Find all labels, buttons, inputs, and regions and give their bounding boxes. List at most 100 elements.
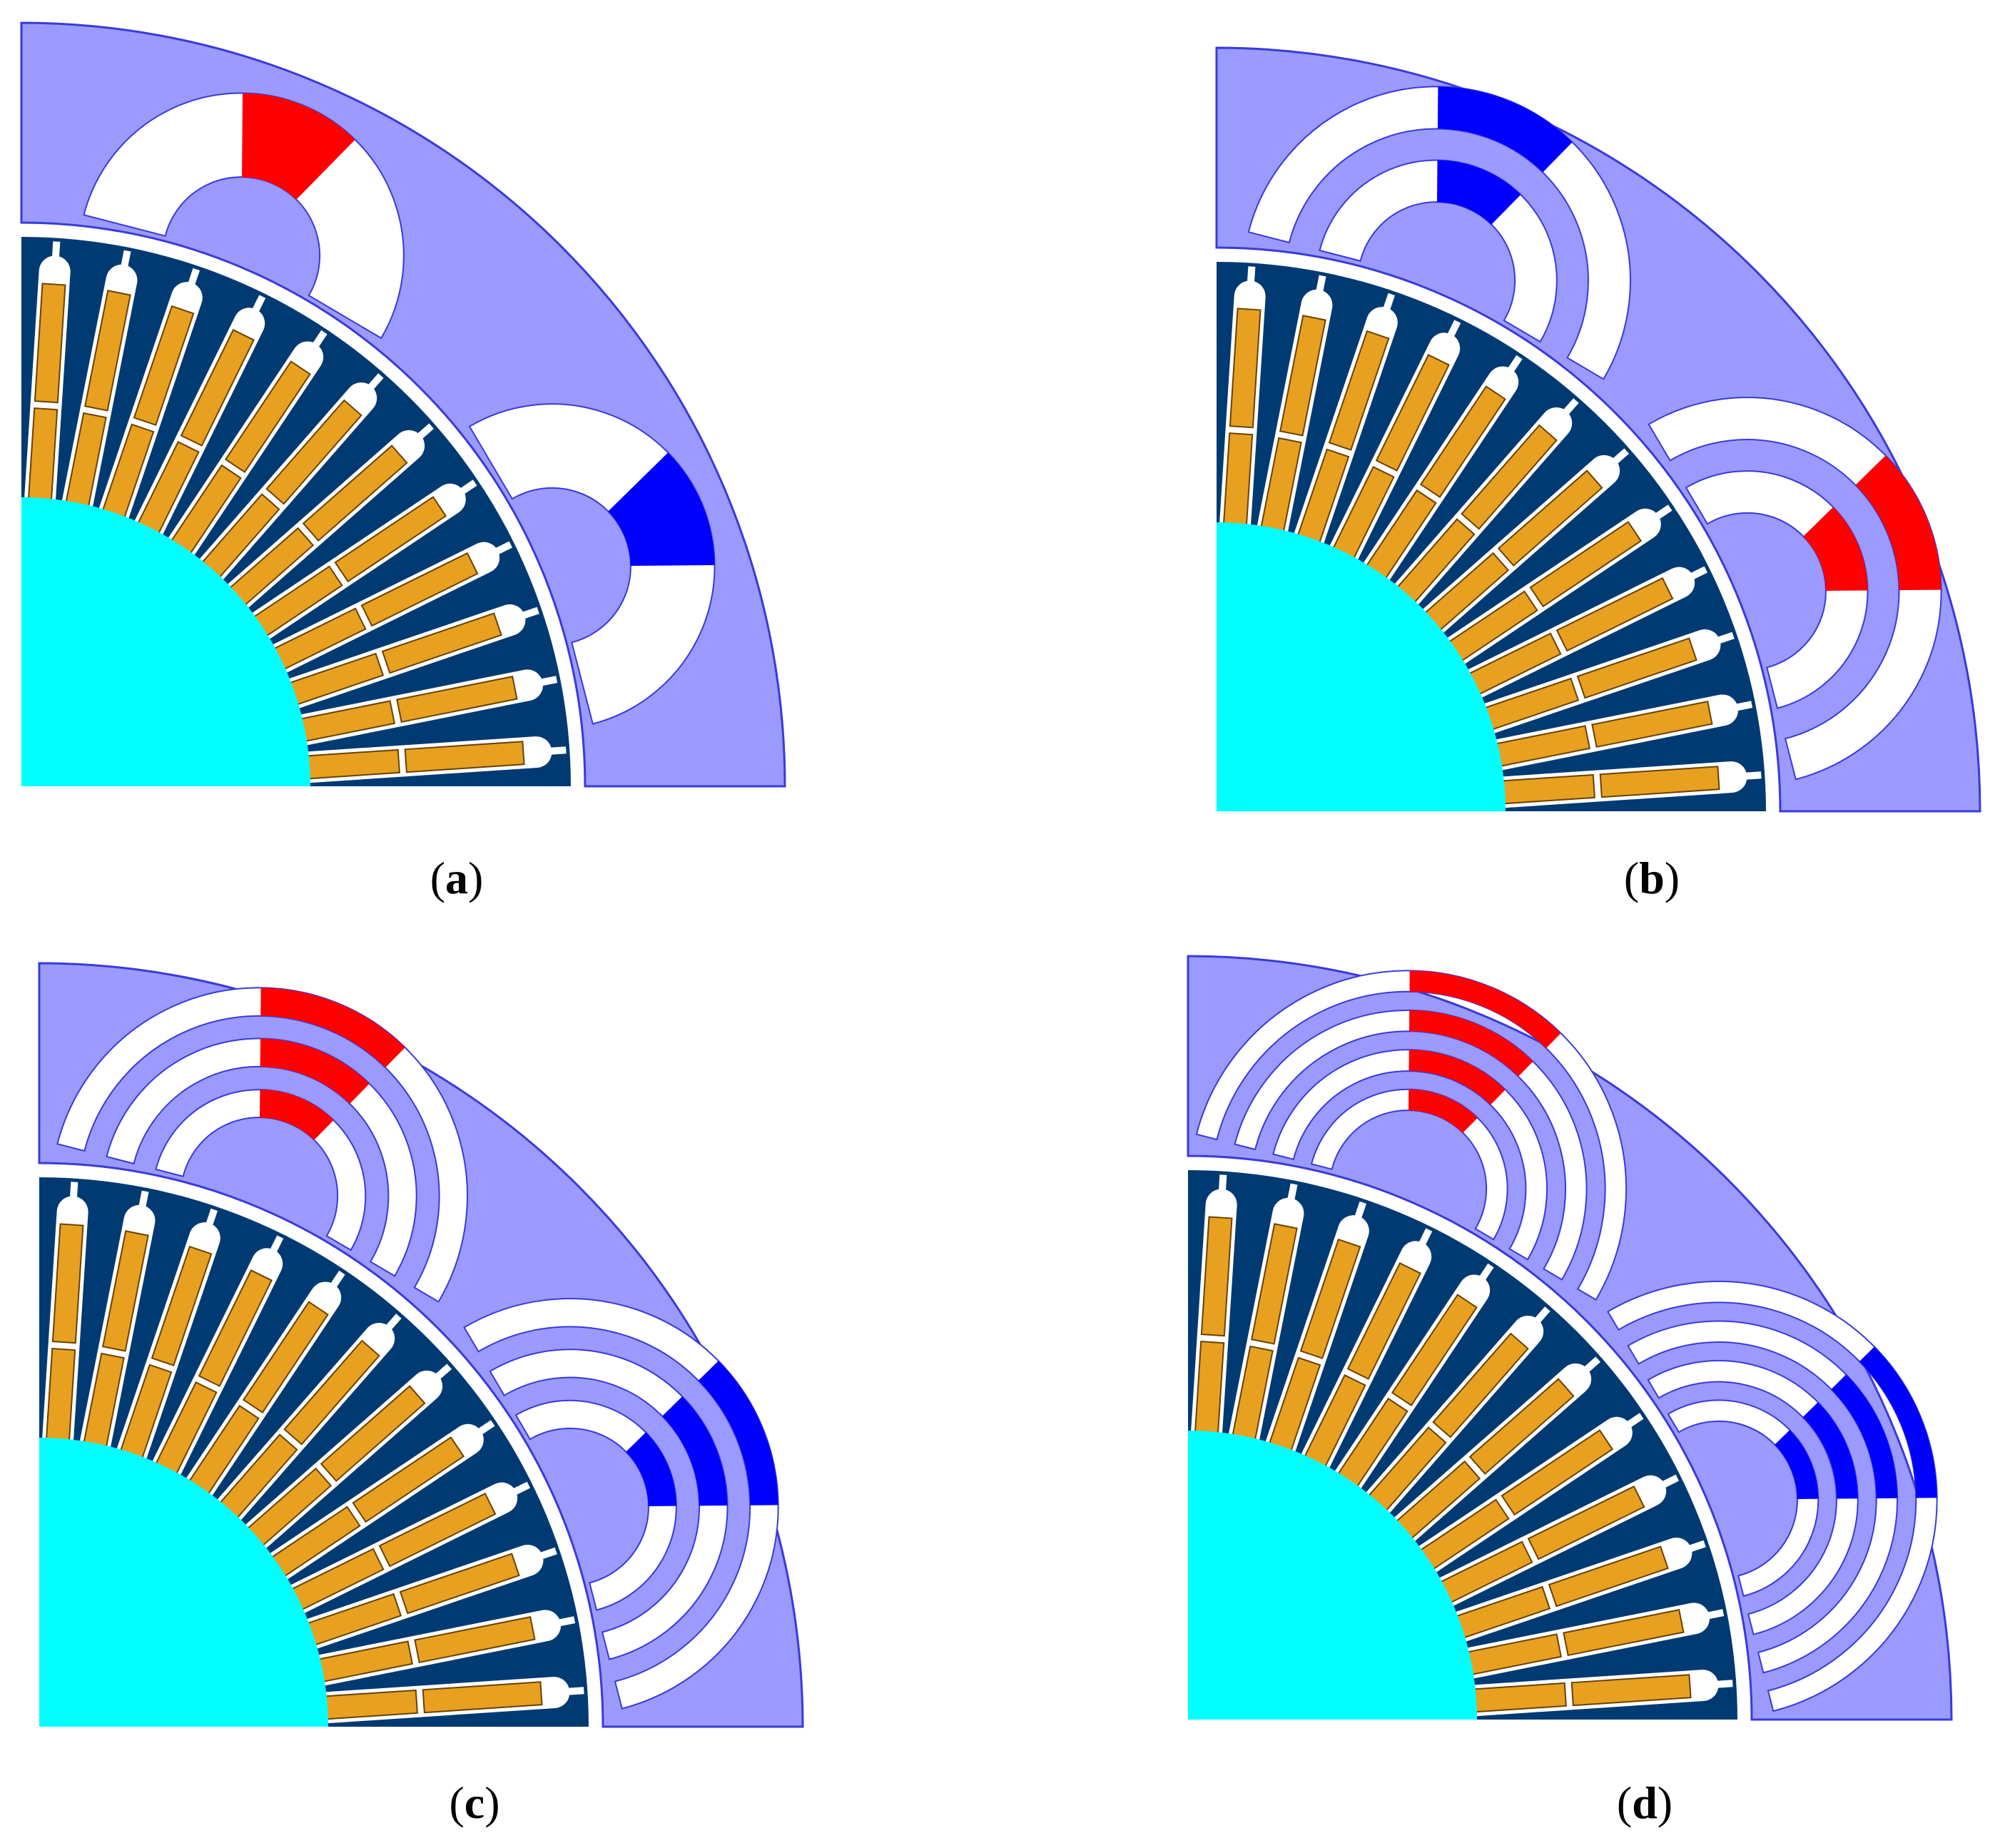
flux-barrier-pole2-layer3	[463, 1298, 779, 1710]
slot-mouth	[1685, 566, 1708, 582]
winding-coil-outer	[1599, 766, 1720, 798]
slot-mouth	[203, 1208, 218, 1232]
winding-coil-outer	[51, 1223, 84, 1344]
stator-slot	[1189, 1174, 1237, 1474]
slot-mouth	[1445, 320, 1461, 342]
magnet-pole2-layer2	[662, 1396, 728, 1506]
winding-coil-outer	[265, 399, 362, 505]
panel-d-label: d	[1632, 1777, 1658, 1828]
slot-mouth	[51, 241, 61, 263]
winding-coil-outer	[414, 1615, 536, 1664]
slot-mouth	[268, 1235, 284, 1258]
magnet-pole2-layer1	[608, 452, 715, 566]
slot-mouth	[1683, 1540, 1706, 1554]
flux-barrier-pole1-layer2	[1272, 1049, 1548, 1261]
winding-coil-outer	[334, 496, 447, 583]
slot-mouth	[1531, 1306, 1550, 1328]
slot-mouth	[1218, 1174, 1227, 1197]
winding-coil-outer	[1576, 637, 1697, 699]
winding-coil-outer	[381, 612, 502, 674]
winding-coil-outer	[1501, 1429, 1614, 1516]
magnet-pole1-layer1	[242, 93, 355, 200]
winding-coil-outer	[1527, 1485, 1645, 1560]
slot-mouth	[1504, 355, 1523, 377]
slot-mouth	[1286, 1183, 1298, 1206]
slot-mouth	[1740, 771, 1762, 781]
winding-coil-outer	[1570, 1674, 1692, 1707]
panel-d	[1187, 955, 1953, 1721]
winding-coil-outer	[1591, 700, 1713, 748]
slot-mouth	[1711, 1680, 1733, 1689]
slot-mouth	[517, 606, 539, 621]
slot-mouth	[327, 1270, 345, 1293]
slot-mouth	[1416, 1228, 1433, 1251]
slot-mouth	[1701, 1609, 1725, 1620]
magnet-pole2-layer1	[626, 1432, 676, 1506]
winding-coil-outer	[1346, 1262, 1421, 1380]
winding-coil-outer	[320, 1385, 426, 1483]
magnet-pole1-layer1	[1408, 1089, 1478, 1133]
slot-mouth	[364, 373, 384, 395]
winding-coil-outer	[1375, 354, 1450, 472]
slot-mouth	[137, 1190, 149, 1213]
winding-coil-outer	[396, 675, 518, 724]
magnet-pole1-layer2	[1437, 86, 1573, 173]
winding-coil-outer	[1251, 1223, 1298, 1345]
stator-slot	[22, 241, 71, 541]
slot-mouth	[1247, 266, 1256, 288]
magnet-pole1-layer1	[1437, 160, 1521, 225]
stator-slot	[1462, 761, 1762, 810]
winding-coil-outer	[352, 1436, 465, 1523]
panel-c-caption: (c)	[449, 1777, 499, 1828]
stator-slot	[1433, 1670, 1733, 1718]
panel-b-caption: (b)	[1624, 853, 1680, 903]
rotor-core	[20, 21, 786, 788]
winding-coil-outer	[1419, 385, 1506, 499]
slot-mouth	[534, 1547, 557, 1561]
flux-barrier-pole2-layer2	[489, 1349, 729, 1660]
slot-mouth	[544, 746, 567, 756]
winding-coil-outer	[224, 360, 311, 474]
slot-mouth	[1314, 275, 1326, 298]
winding-coil-outer	[360, 552, 479, 627]
flux-barrier-pole1-layer3	[1234, 1009, 1588, 1281]
slot-mouth	[412, 423, 435, 443]
winding-coil-outer	[1563, 1608, 1685, 1657]
slot-mouth	[1608, 448, 1630, 468]
winding-coil-outer	[1461, 424, 1558, 530]
stator-slot	[40, 1182, 88, 1481]
shaft	[1217, 522, 1506, 811]
magnet-pole2-layer2	[1802, 1402, 1858, 1499]
slot-mouth	[382, 1314, 402, 1335]
slot-mouth	[552, 1616, 576, 1628]
shaft	[39, 1438, 328, 1727]
winding-coil-outer	[151, 1245, 213, 1366]
magnet-pole2-layer3	[698, 1361, 778, 1506]
winding-coil-outer	[1529, 521, 1643, 608]
rotor-core	[1215, 46, 1981, 813]
stator-slot	[253, 604, 539, 718]
winding-coil-outer	[198, 1269, 273, 1387]
winding-coil-outer	[1548, 1545, 1669, 1608]
panel-b	[1215, 46, 1981, 813]
slot-mouth	[250, 295, 266, 318]
winding-coil-outer	[283, 1339, 380, 1446]
magnet-pole1-layer3	[260, 988, 405, 1068]
winding-coil-outer	[1229, 308, 1262, 429]
slot-mouth	[1579, 1356, 1601, 1376]
magnet-pole1-layer4	[1409, 970, 1561, 1049]
winding-coil-outer	[1432, 1332, 1529, 1438]
winding-coil-outer	[34, 283, 66, 404]
slot-mouth	[186, 268, 201, 291]
winding-coil-outer	[1497, 469, 1603, 567]
slot-mouth	[1621, 1413, 1644, 1431]
winding-coil-outer	[302, 445, 408, 542]
stator-slot	[1428, 1603, 1725, 1685]
slot-mouth	[1730, 701, 1753, 712]
flux-barrier-pole2-layer2	[1647, 1359, 1859, 1635]
slot-mouth	[1559, 398, 1579, 420]
flux-barrier-pole1-layer3	[56, 987, 468, 1303]
flux-barrier-pole2-layer3	[1627, 1320, 1899, 1674]
flux-barrier-pole1-layer2	[106, 1037, 417, 1277]
